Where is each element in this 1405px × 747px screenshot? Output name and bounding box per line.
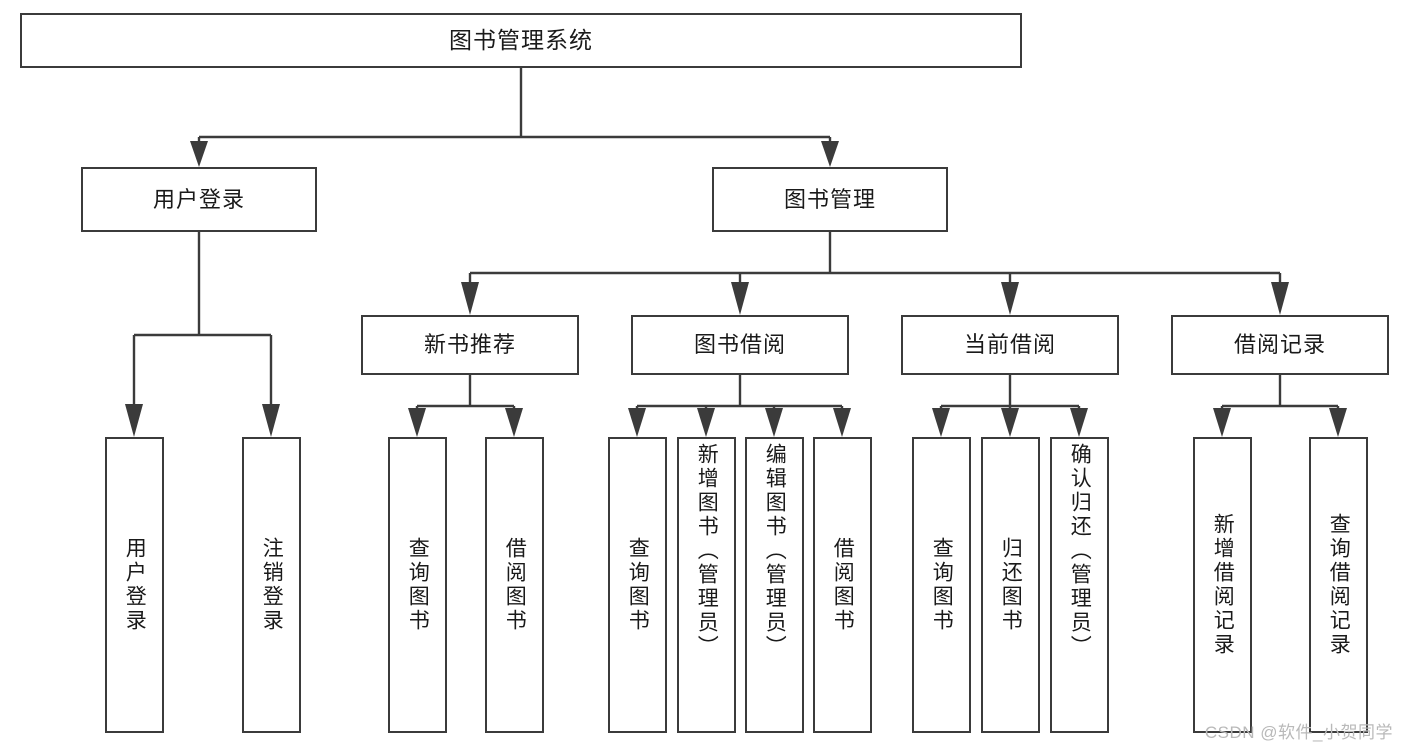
node-current-borrow[interactable]: 当前借阅 [901,315,1119,375]
node-label: 当前借阅 [963,332,1056,358]
leaf-add-book-admin[interactable]: 新增图书（管理员） [677,437,736,733]
node-book-borrow[interactable]: 图书借阅 [631,315,849,375]
node-label: 借阅图书 [503,537,527,633]
node-label: 图书管理 [783,186,876,212]
node-label: 借阅记录 [1233,332,1326,358]
node-label: 查询图书 [626,537,650,633]
leaf-query-borrow-record[interactable]: 查询借阅记录 [1309,437,1368,733]
node-root-system[interactable]: 图书管理系统 [20,13,1022,68]
node-label: 图书借阅 [693,332,786,358]
node-label: 查询借阅记录 [1327,513,1351,657]
leaf-return-book[interactable]: 归还图书 [981,437,1040,733]
node-label: 编辑图书（管理员） [763,443,787,659]
node-label: 查询图书 [930,537,954,633]
node-label: 查询图书 [406,537,430,633]
node-label: 借阅图书 [831,537,855,633]
node-label: 用户登录 [152,186,245,212]
leaf-query-book-current[interactable]: 查询图书 [912,437,971,733]
leaf-query-book-recommend[interactable]: 查询图书 [388,437,447,733]
leaf-user-login[interactable]: 用户登录 [105,437,164,733]
leaf-logout-login[interactable]: 注销登录 [242,437,301,733]
node-label: 新书推荐 [423,332,516,358]
leaf-borrow-book[interactable]: 借阅图书 [813,437,872,733]
leaf-confirm-return-admin[interactable]: 确认归还（管理员） [1050,437,1109,733]
leaf-edit-book-admin[interactable]: 编辑图书（管理员） [745,437,804,733]
node-label: 图书管理系统 [449,27,593,54]
leaf-query-book-borrow[interactable]: 查询图书 [608,437,667,733]
watermark: CSDN @软件_小贺同学 [1204,723,1393,742]
node-borrow-record[interactable]: 借阅记录 [1171,315,1389,375]
node-label: 用户登录 [123,537,147,633]
node-book-manage[interactable]: 图书管理 [712,167,948,232]
leaf-add-borrow-record[interactable]: 新增借阅记录 [1193,437,1252,733]
node-label: 归还图书 [999,537,1023,633]
node-label: 注销登录 [260,537,284,633]
leaf-borrow-book-recommend[interactable]: 借阅图书 [485,437,544,733]
node-label: 新增图书（管理员） [695,443,719,659]
node-user-login[interactable]: 用户登录 [81,167,317,232]
node-new-book-recommend[interactable]: 新书推荐 [361,315,579,375]
node-label: 确认归还（管理员） [1068,443,1092,659]
node-label: 新增借阅记录 [1211,513,1235,657]
